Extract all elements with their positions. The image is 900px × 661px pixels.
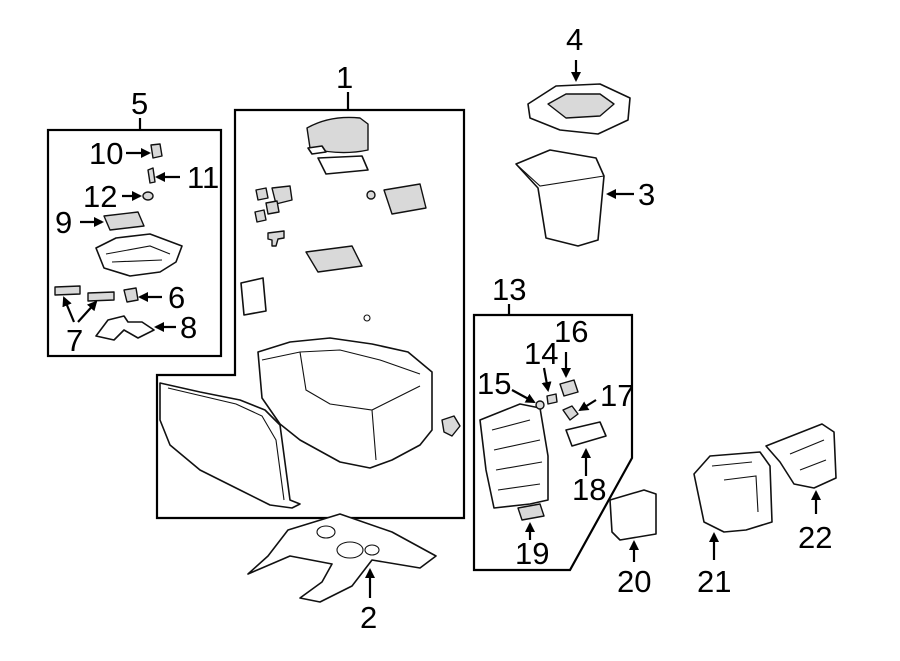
clip-d bbox=[265, 200, 280, 215]
cup-insert bbox=[383, 183, 427, 215]
bracket-hole-c bbox=[364, 544, 380, 556]
callout-16: 16 bbox=[554, 314, 588, 349]
coin-tray bbox=[305, 245, 363, 273]
group-5-frame bbox=[46, 128, 223, 358]
storage-bin bbox=[515, 149, 605, 247]
cupholder-insert-inner bbox=[105, 245, 171, 263]
clip-a bbox=[255, 187, 269, 201]
side-trim-detail bbox=[789, 439, 827, 471]
clip-b bbox=[271, 185, 293, 205]
part-11 bbox=[147, 167, 156, 184]
rear-panel-detail bbox=[711, 461, 759, 513]
callout-2: 2 bbox=[360, 600, 377, 635]
switch-panel bbox=[565, 421, 607, 447]
group-1-frame bbox=[155, 108, 466, 520]
callout-20: 20 bbox=[617, 564, 651, 599]
part-16 bbox=[559, 379, 579, 397]
callout-10: 10 bbox=[89, 136, 123, 171]
part-17 bbox=[562, 405, 579, 421]
part-15 bbox=[535, 400, 545, 410]
callout-18: 18 bbox=[572, 472, 606, 507]
screw bbox=[267, 230, 285, 247]
part-6 bbox=[123, 287, 139, 303]
callout-12: 12 bbox=[83, 179, 117, 214]
console-side-panel bbox=[159, 382, 301, 509]
leader-15 bbox=[511, 389, 536, 403]
callout-4: 4 bbox=[566, 22, 583, 57]
pad bbox=[240, 277, 267, 316]
rear-panel bbox=[693, 451, 773, 533]
mounting-bracket bbox=[247, 513, 437, 603]
part-12 bbox=[142, 191, 154, 201]
callout-17: 17 bbox=[600, 378, 634, 413]
callout-3: 3 bbox=[638, 177, 655, 212]
leader-17 bbox=[578, 399, 597, 412]
callout-7: 7 bbox=[66, 323, 83, 358]
callout-14: 14 bbox=[524, 336, 558, 371]
part-8 bbox=[95, 315, 155, 341]
group-13-frame bbox=[472, 313, 634, 572]
callout-19: 19 bbox=[515, 536, 549, 571]
bracket-hole-a bbox=[316, 525, 336, 539]
bezel-inner bbox=[547, 93, 615, 119]
part-7a bbox=[54, 285, 81, 296]
filler-panel bbox=[609, 489, 657, 541]
leader-7a bbox=[62, 296, 76, 323]
leader-7b bbox=[77, 300, 98, 323]
callout-8: 8 bbox=[180, 310, 197, 345]
side-trim bbox=[765, 423, 837, 489]
trim-plate bbox=[479, 403, 549, 509]
part-14 bbox=[546, 393, 558, 405]
callout-9: 9 bbox=[55, 205, 72, 240]
callout-6: 6 bbox=[168, 280, 185, 315]
part-10 bbox=[150, 143, 163, 159]
callout-15: 15 bbox=[477, 366, 511, 401]
cupholder-insert bbox=[95, 233, 183, 277]
side-panel-trim bbox=[167, 387, 285, 501]
console-body bbox=[257, 337, 433, 469]
leader-14 bbox=[541, 367, 552, 392]
bracket-hole-b bbox=[336, 541, 364, 559]
trim-plate-detail bbox=[491, 419, 543, 491]
lid-tray bbox=[317, 155, 369, 175]
pin bbox=[363, 314, 371, 322]
part-9 bbox=[103, 211, 145, 231]
grommet bbox=[366, 190, 376, 200]
callout-5: 5 bbox=[131, 86, 148, 121]
clip-c bbox=[254, 209, 267, 223]
callout-13: 13 bbox=[492, 272, 526, 307]
part-19 bbox=[517, 503, 545, 521]
lid-pad bbox=[307, 145, 327, 155]
callout-21: 21 bbox=[697, 564, 731, 599]
console-latch bbox=[441, 415, 461, 437]
part-7b bbox=[87, 291, 115, 302]
callout-11: 11 bbox=[187, 160, 219, 195]
callout-1: 1 bbox=[336, 60, 353, 95]
callout-22: 22 bbox=[798, 520, 832, 555]
console-body-inner bbox=[261, 349, 421, 461]
bin-rim bbox=[515, 163, 605, 187]
